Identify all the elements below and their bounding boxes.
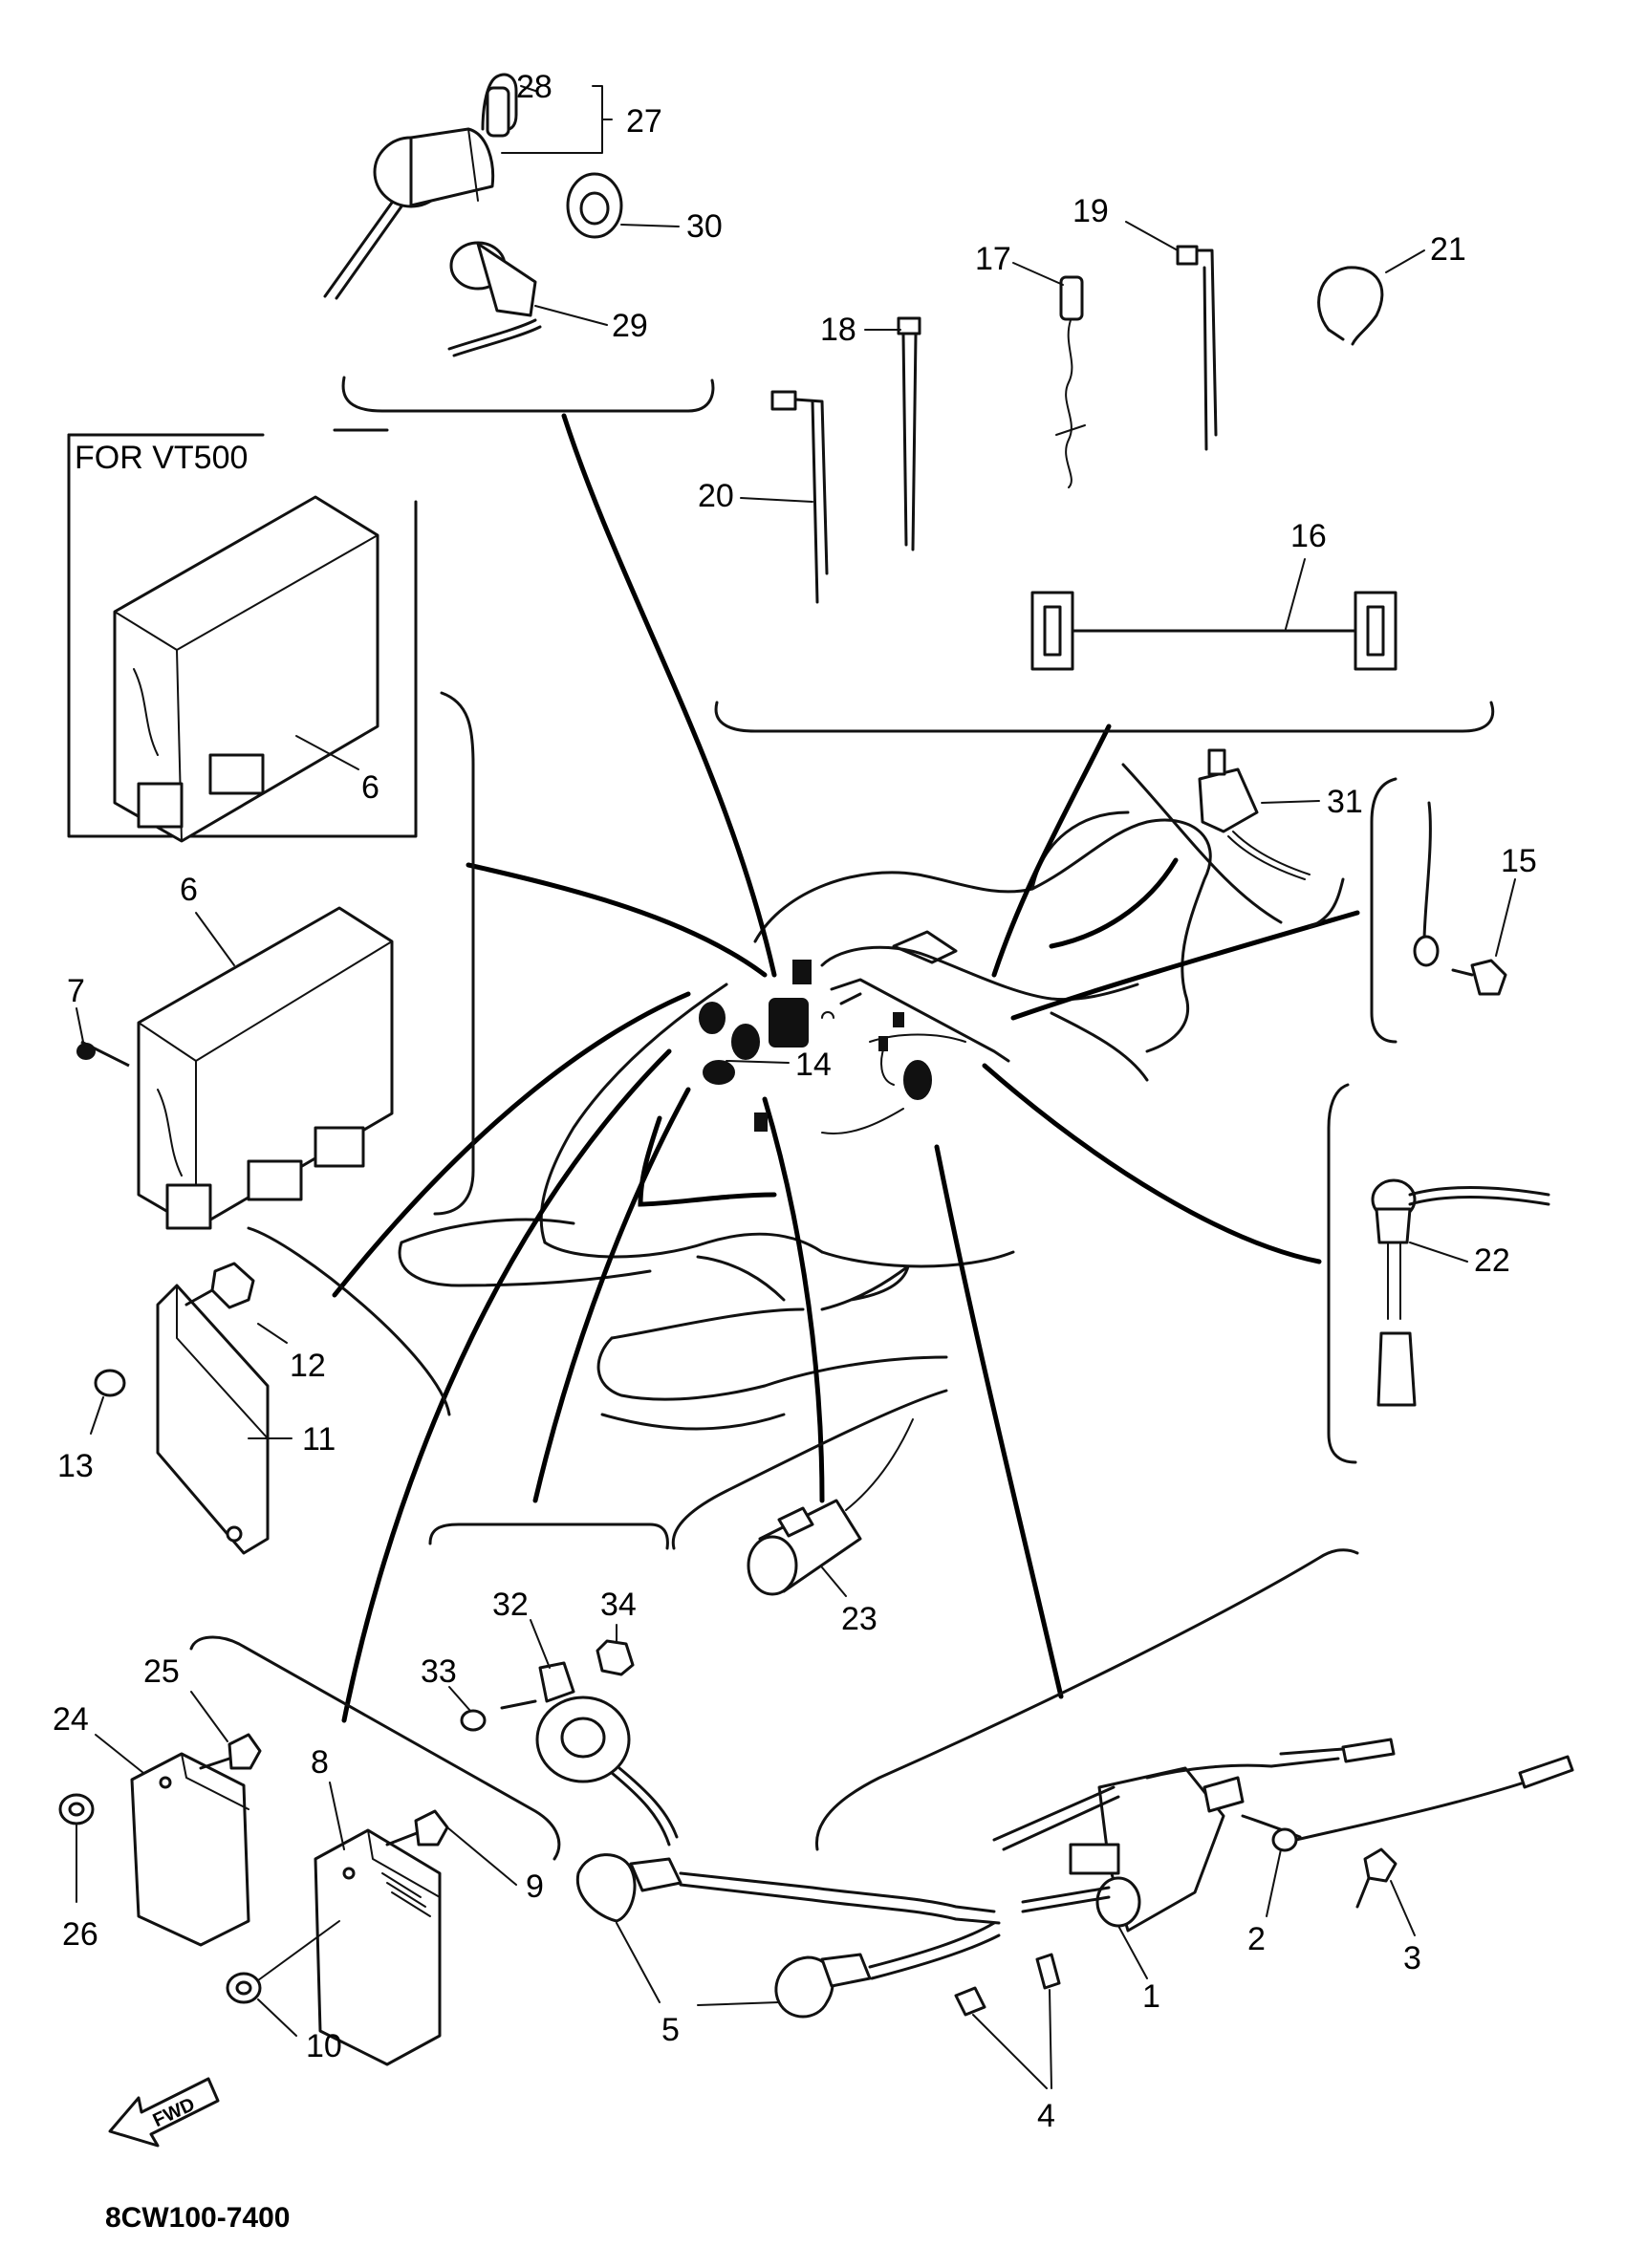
callout-5: 5 bbox=[661, 2012, 680, 2048]
callout-31: 31 bbox=[1327, 784, 1363, 820]
callout-10: 10 bbox=[306, 2028, 342, 2064]
callout-8: 8 bbox=[311, 1744, 329, 1781]
callout-28: 28 bbox=[516, 69, 552, 105]
callout-21: 21 bbox=[1430, 231, 1466, 268]
switch-31-group: 31 bbox=[1121, 748, 1363, 929]
callout-15: 15 bbox=[1501, 843, 1537, 879]
callout-1: 1 bbox=[1142, 1978, 1160, 2015]
callout-17: 17 bbox=[975, 241, 1011, 277]
callout-29: 29 bbox=[612, 308, 648, 344]
callout-4: 4 bbox=[1037, 2098, 1055, 2134]
callout-6-inset: 6 bbox=[361, 769, 379, 806]
callout-33: 33 bbox=[421, 1653, 457, 1690]
callout-24: 24 bbox=[53, 1701, 89, 1738]
sensor-22-group: 22 bbox=[1327, 1083, 1550, 1464]
callout-3: 3 bbox=[1403, 1940, 1421, 1976]
callout-23: 23 bbox=[841, 1601, 878, 1637]
figure-code: 8CW100-7400 bbox=[105, 2202, 290, 2234]
callout-18: 18 bbox=[820, 312, 856, 348]
wire-harness-cluster bbox=[699, 960, 1010, 1134]
callout-30: 30 bbox=[686, 208, 723, 245]
callout-27: 27 bbox=[626, 103, 662, 140]
inset-title: FOR VT500 bbox=[75, 440, 248, 476]
callout-7: 7 bbox=[67, 973, 85, 1009]
callout-32: 32 bbox=[492, 1587, 529, 1623]
vt500-inset: FOR VT500 6 bbox=[67, 428, 418, 843]
callout-2: 2 bbox=[1247, 1921, 1266, 1957]
capacitor-group: 23 bbox=[671, 1389, 948, 1637]
callout-14-leader bbox=[726, 1060, 790, 1064]
bracket-group: 12 13 11 bbox=[57, 1226, 451, 1555]
main-switch-group: 28 27 30 29 bbox=[323, 69, 723, 413]
callout-9: 9 bbox=[526, 1868, 544, 1905]
cable-ties-group: 20 18 17 19 21 16 bbox=[698, 193, 1495, 733]
callout-13: 13 bbox=[57, 1448, 94, 1484]
callout-11: 11 bbox=[302, 1421, 336, 1458]
horn-group: 34 32 33 bbox=[421, 1523, 679, 1847]
callout-26: 26 bbox=[62, 1916, 98, 1953]
cdi-box-group: 6 7 bbox=[67, 691, 475, 1230]
callout-19: 19 bbox=[1072, 193, 1109, 229]
ground-wire-group: 15 bbox=[1370, 777, 1537, 1044]
callout-16: 16 bbox=[1290, 518, 1327, 554]
callout-6: 6 bbox=[180, 872, 198, 908]
callout-34: 34 bbox=[600, 1587, 637, 1623]
ignition-coil-group: 2 3 1 5 4 bbox=[575, 1548, 1574, 2134]
hull-outline bbox=[398, 810, 1212, 1431]
callout-25: 25 bbox=[143, 1653, 180, 1690]
fwd-arrow: FWD bbox=[108, 2077, 220, 2148]
callout-22: 22 bbox=[1474, 1242, 1510, 1279]
callout-12: 12 bbox=[290, 1348, 326, 1384]
leader-lines bbox=[332, 413, 1360, 1723]
callout-20: 20 bbox=[698, 478, 734, 514]
rectifier-group: 24 25 26 8 9 10 bbox=[53, 1635, 561, 2066]
callout-14: 14 bbox=[795, 1047, 832, 1083]
